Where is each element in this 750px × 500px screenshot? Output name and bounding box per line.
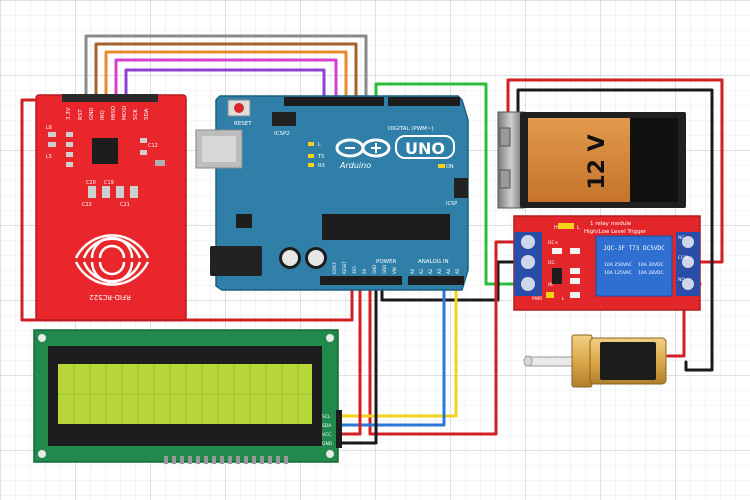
wire-black-battery [516, 88, 714, 372]
arduino-model-label: UNO [405, 139, 445, 158]
power-jack [210, 246, 262, 276]
arduino-logo-icon [335, 138, 391, 158]
rfid-pin-sck: SCK [133, 109, 139, 120]
power-pin-5v: 5V [362, 268, 367, 274]
relay-rating-2: 10A 125VAC [604, 270, 632, 276]
wire-red-battery [506, 78, 724, 264]
relay-cube [595, 235, 673, 297]
battery-voltage-label: 12 V [585, 134, 610, 189]
analog-pin-a4: A4 [446, 268, 451, 274]
relay-rating-1: 10A 250VAC [604, 262, 632, 268]
wire-red-lcd-vcc [338, 280, 362, 436]
relay-term-nc: NC [678, 235, 685, 241]
lcd-pin-row [164, 456, 288, 464]
on-label: ON [446, 164, 454, 170]
rfid-pin-sda: SDA [144, 108, 150, 120]
rfid-pin-miso: MISO [111, 105, 117, 120]
rfid-label-l6: L6 [46, 125, 52, 131]
led-tx-label: TX [317, 154, 325, 160]
lcd-pin-vcc: VCC [322, 432, 331, 438]
rfid-chip [92, 138, 118, 164]
digital-header [284, 97, 384, 106]
rfid-pin-mosi: MOSI [122, 105, 128, 120]
rfid-cap-c21: C21 [120, 202, 130, 208]
arduino-brand-label: Arduino [339, 161, 371, 170]
power-label: POWER [376, 259, 397, 265]
analog-pin-a2: A2 [428, 268, 433, 274]
relay-term-com: COM [678, 255, 689, 261]
power-pin-gnd-1: GND [372, 265, 377, 274]
relay-term-no: NO [678, 277, 685, 283]
rfid-cap-c19: C19 [104, 180, 114, 186]
rfid-pin-rst: RST [78, 109, 84, 120]
arduino-uno-board: RESET ICSP2 DIGITAL (PWM~) L TX RX UNO A… [195, 95, 469, 291]
reset-label: RESET [234, 121, 252, 127]
rfid-antenna-icon [74, 234, 150, 286]
relay-h-label: H [554, 225, 558, 231]
analog-header [408, 276, 464, 285]
relay-title: 1 relay module [590, 221, 632, 227]
lcd-pin-gnd: GND [322, 441, 333, 447]
power-pin-ioref: IOREF [332, 261, 337, 274]
rfid-cap-c22: C22 [82, 202, 92, 208]
rfid-label-l5: L5 [46, 154, 52, 160]
wire-brown-sck [94, 42, 358, 100]
power-pin-gnd-2: GND [382, 265, 387, 274]
rfid-pin-gnd: GND [89, 107, 95, 120]
atmega-chip [322, 214, 450, 240]
analog-pin-a5: A5 [455, 268, 460, 274]
rfid-cap-c20: C20 [86, 180, 96, 186]
power-pin-reset: RESET [342, 261, 347, 274]
relay-pwr-label: PWR [532, 296, 542, 302]
lcd-pin-scl: SCL [322, 414, 331, 420]
relay-rating-4: 10A 28VDC [638, 270, 664, 276]
wire-black-lcd-gnd [338, 280, 378, 445]
wire-red-rfid-power [20, 98, 354, 322]
icsp2-label: ICSP2 [274, 131, 290, 137]
solenoid-lock [523, 334, 667, 388]
relay-module: 1 relay module High/Low Level Trigger H … [513, 215, 701, 311]
rfid-header [62, 94, 158, 102]
wire-gray-sda [84, 34, 368, 100]
analog-label: ANALOG IN [418, 259, 449, 265]
power-pin-vin: VIN [392, 267, 397, 274]
wire-magenta-miso [114, 58, 338, 100]
rfid-label-c12: C12 [148, 143, 158, 149]
analog-pin-a1: A1 [419, 268, 424, 274]
relay-pin-dcminus: DC- [548, 260, 557, 266]
relay-rating-3: 10A 30VDC [638, 262, 664, 268]
icsp-label: ICSP [446, 201, 457, 207]
power-pin-3v3: 3V3 [352, 266, 357, 274]
relay-pin-in: IN [548, 282, 553, 288]
wire-yellow-scl [338, 280, 458, 418]
digital-label: DIGITAL (PWM~) [388, 126, 434, 132]
relay-subtitle: High/Low Level Trigger [584, 229, 647, 235]
wire-purple-rst [124, 68, 326, 100]
led-l-label: L [318, 142, 321, 148]
wire-black-gnd-relay [380, 260, 524, 302]
lcd-display: SCL SDA VCC GND [33, 329, 342, 464]
analog-pin-a3: A3 [437, 268, 442, 274]
lcd-pin-sda: SDA [322, 423, 332, 429]
relay-pin-dcplus: DC+ [548, 240, 559, 246]
led-rx-label: RX [318, 163, 325, 169]
relay-l-label: L [577, 225, 580, 231]
relay-model-label: JQC-3F T73 DC5VDC [603, 245, 665, 252]
rfid-pin-irq: IRQ [100, 110, 106, 120]
analog-pin-a0: A0 [410, 268, 415, 274]
rfid-module: 3.3V RST GND IRQ MISO MOSI SCK SDA L6 L5… [35, 94, 187, 321]
wire-red-5v-relay [368, 240, 524, 436]
power-header [320, 276, 402, 285]
wire-orange-mosi [104, 50, 348, 100]
rfid-model-label: RFID-RC522 [89, 293, 131, 301]
relay-led-label: L [562, 296, 565, 302]
rfid-pin-3v3: 3.3V [66, 107, 72, 120]
battery-12v: 12 V [497, 111, 686, 209]
